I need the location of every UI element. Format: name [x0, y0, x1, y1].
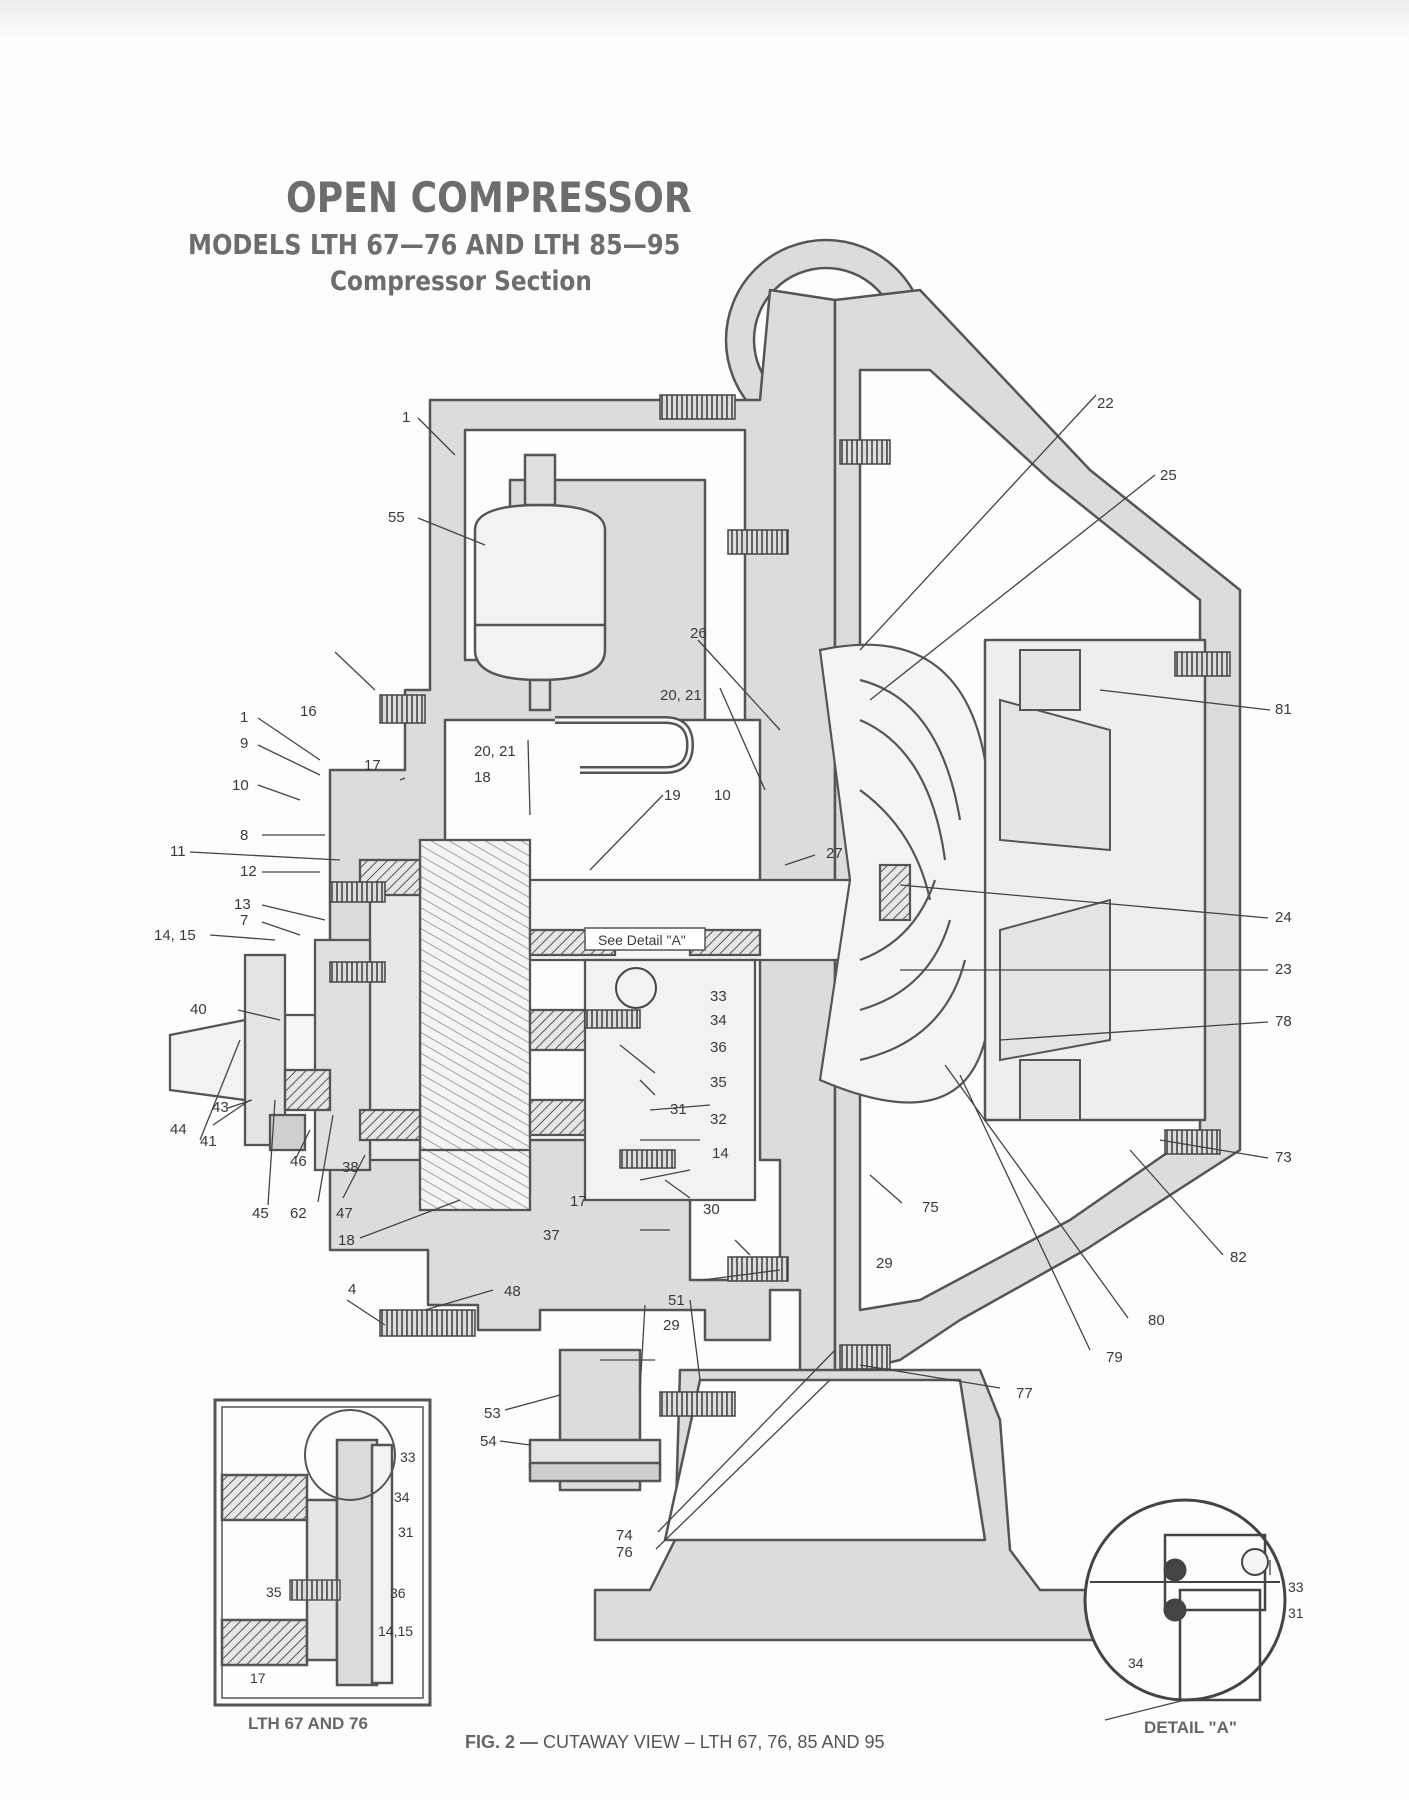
inset-callout-33: 33 — [400, 1449, 416, 1465]
callout-55: 55 — [388, 509, 405, 526]
callout-17-lower: 17 — [570, 1193, 587, 1210]
detail-callout-31: 31 — [1288, 1605, 1304, 1621]
callout-82: 82 — [1230, 1249, 1247, 1266]
callout-47: 47 — [336, 1205, 353, 1222]
callout-29-lower: 29 — [663, 1317, 680, 1334]
callout-32: 32 — [710, 1111, 727, 1128]
callout-10-right: 10 — [714, 787, 731, 804]
inset-callout-35: 35 — [266, 1584, 282, 1600]
callout-81: 81 — [1275, 701, 1292, 718]
callout-20-21-right: 20, 21 — [660, 687, 702, 704]
callout-77: 77 — [1016, 1385, 1033, 1402]
callout-20-21: 20, 21 — [474, 743, 516, 760]
callout-7: 7 — [240, 912, 248, 929]
callout-30: 30 — [703, 1201, 720, 1218]
callout-18: 18 — [338, 1232, 355, 1249]
callout-12: 12 — [240, 863, 257, 880]
inset-callout-31: 31 — [398, 1524, 414, 1540]
callout-1: 1 — [402, 409, 410, 426]
callout-4: 4 — [348, 1281, 356, 1298]
coupling-flange — [243, 953, 287, 1147]
callout-25: 25 — [1160, 467, 1177, 484]
callout-8: 8 — [240, 827, 248, 844]
callout-48: 48 — [504, 1283, 521, 1300]
callout-13: 13 — [234, 896, 251, 913]
callout-40: 40 — [190, 1001, 207, 1018]
callout-17: 17 — [364, 757, 381, 774]
callout-43: 43 — [212, 1099, 229, 1116]
leader-lines — [189, 394, 1271, 1721]
callout-29: 29 — [876, 1255, 893, 1272]
figure-caption-text: CUTAWAY VIEW – LTH 67, 76, 85 AND 95 — [543, 1732, 885, 1752]
guide-vanes — [999, 698, 1111, 852]
section-subtitle: Compressor Section — [330, 266, 592, 297]
callout-78: 78 — [1275, 1013, 1292, 1030]
callout-44: 44 — [170, 1121, 187, 1138]
callout-23: 23 — [1275, 961, 1292, 978]
callout-9: 9 — [240, 735, 248, 752]
callout-18-top: 18 — [474, 769, 491, 786]
callout-45: 45 — [252, 1205, 269, 1222]
callout-14: 14 — [712, 1145, 729, 1162]
figure-caption: FIG. 2 — CUTAWAY VIEW – LTH 67, 76, 85 A… — [465, 1732, 885, 1753]
callout-51: 51 — [668, 1292, 685, 1309]
callout-10: 10 — [232, 777, 249, 794]
inset-callout-17: 17 — [250, 1670, 266, 1686]
callout-62: 62 — [290, 1205, 307, 1222]
callout-41: 41 — [200, 1133, 217, 1150]
callout-14-15: 14, 15 — [154, 927, 196, 944]
page-title: OPEN COMPRESSOR — [286, 173, 692, 222]
figure-number: FIG. 2 — — [465, 1732, 539, 1752]
callout-73: 73 — [1275, 1149, 1292, 1166]
inset-lth-label: LTH 67 AND 76 — [248, 1714, 368, 1733]
callout-34: 34 — [710, 1012, 727, 1029]
callout-46: 46 — [290, 1153, 307, 1170]
models-subtitle: MODELS LTH 67—76 AND LTH 85—95 — [188, 228, 681, 261]
callout-37: 37 — [543, 1227, 560, 1244]
bolts — [329, 394, 1231, 1417]
callout-79: 79 — [1106, 1349, 1123, 1366]
oil-reservoir — [473, 503, 607, 682]
callout-33: 33 — [710, 988, 727, 1005]
callout-75: 75 — [922, 1199, 939, 1216]
callout-36: 36 — [710, 1039, 727, 1056]
callout-74: 74 — [616, 1527, 633, 1544]
callout-11: 11 — [170, 843, 186, 860]
inset-callout-36: 36 — [390, 1585, 406, 1601]
scan-edge-shading — [0, 0, 1409, 40]
callout-27: 27 — [826, 845, 843, 862]
callout-22: 22 — [1097, 395, 1114, 412]
inset-callout-34: 34 — [394, 1489, 410, 1505]
detail-callout-33: 33 — [1288, 1579, 1304, 1595]
callout-24: 24 — [1275, 909, 1292, 926]
lth-67-76-inset — [213, 1398, 432, 1707]
callout-31: 31 — [670, 1101, 687, 1118]
callout-38: 38 — [342, 1159, 359, 1176]
detail-a-view — [1083, 1498, 1287, 1702]
callout-26: 26 — [690, 625, 707, 642]
callout-19: 19 — [664, 787, 681, 804]
see-detail-label: See Detail "A" — [598, 932, 686, 948]
callout-76: 76 — [616, 1544, 633, 1561]
detail-a-label: DETAIL "A" — [1144, 1718, 1237, 1737]
detail-callout-34: 34 — [1128, 1655, 1144, 1671]
callout-35: 35 — [710, 1074, 727, 1091]
callout-16: 16 — [300, 703, 317, 720]
inset-callout-14-15: 14,15 — [378, 1623, 413, 1639]
callout-80: 80 — [1148, 1312, 1165, 1329]
callout-1-left: 1 — [240, 709, 248, 726]
callout-53: 53 — [484, 1405, 501, 1422]
callout-54: 54 — [480, 1433, 497, 1450]
